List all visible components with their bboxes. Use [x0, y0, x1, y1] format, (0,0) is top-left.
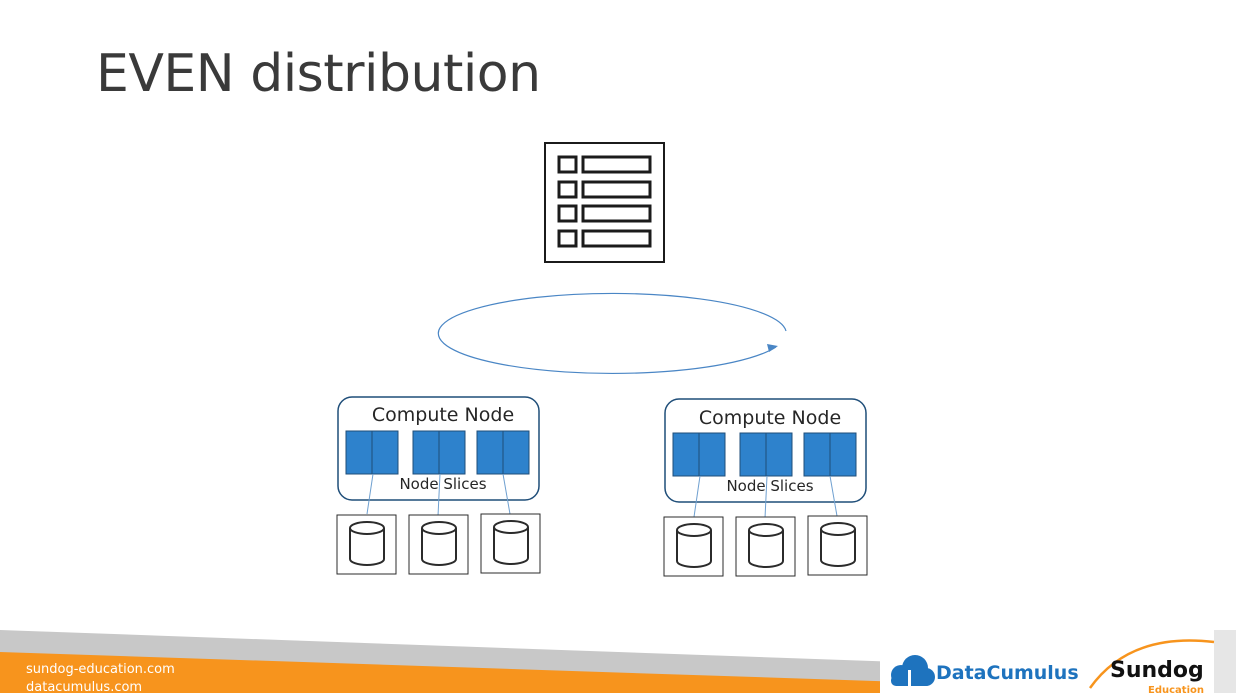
sundog-brand-sub: Education: [1148, 685, 1204, 696]
storage-disk: [735, 516, 796, 577]
node-slice: [476, 430, 530, 475]
node-slice: [803, 432, 857, 477]
storage-disk: [336, 514, 397, 575]
node-slices-label: Node Slices: [399, 475, 486, 493]
table-icon: [544, 142, 665, 263]
slide-title: EVEN distribution: [96, 44, 541, 104]
node-slice: [739, 432, 793, 477]
storage-disk: [663, 516, 724, 577]
footer-url-sundog[interactable]: sundog-education.com: [26, 662, 175, 677]
compute-node-2: Compute Node Node Slices: [664, 398, 867, 519]
datacumulus-logo-icon: [891, 655, 935, 686]
node-slice: [345, 430, 399, 475]
round-robin-arrow: [437, 292, 787, 375]
storage-disk: [807, 515, 868, 576]
storage-disk: [408, 514, 469, 575]
sundog-brand: Sundog: [1110, 658, 1204, 683]
compute-node-label: Compute Node: [699, 407, 841, 429]
datacumulus-brand: DataCumulus: [936, 662, 1079, 684]
node-slices-label: Node Slices: [726, 477, 813, 495]
sundog-logo-icon: [1088, 639, 1215, 689]
storage-disk: [480, 513, 541, 574]
node-slice: [672, 432, 726, 477]
compute-node-1: Compute Node Node Slices: [337, 396, 540, 517]
footer-url-datacumulus[interactable]: datacumulus.com: [26, 680, 143, 695]
node-slice: [412, 430, 466, 475]
compute-node-label: Compute Node: [372, 404, 514, 426]
